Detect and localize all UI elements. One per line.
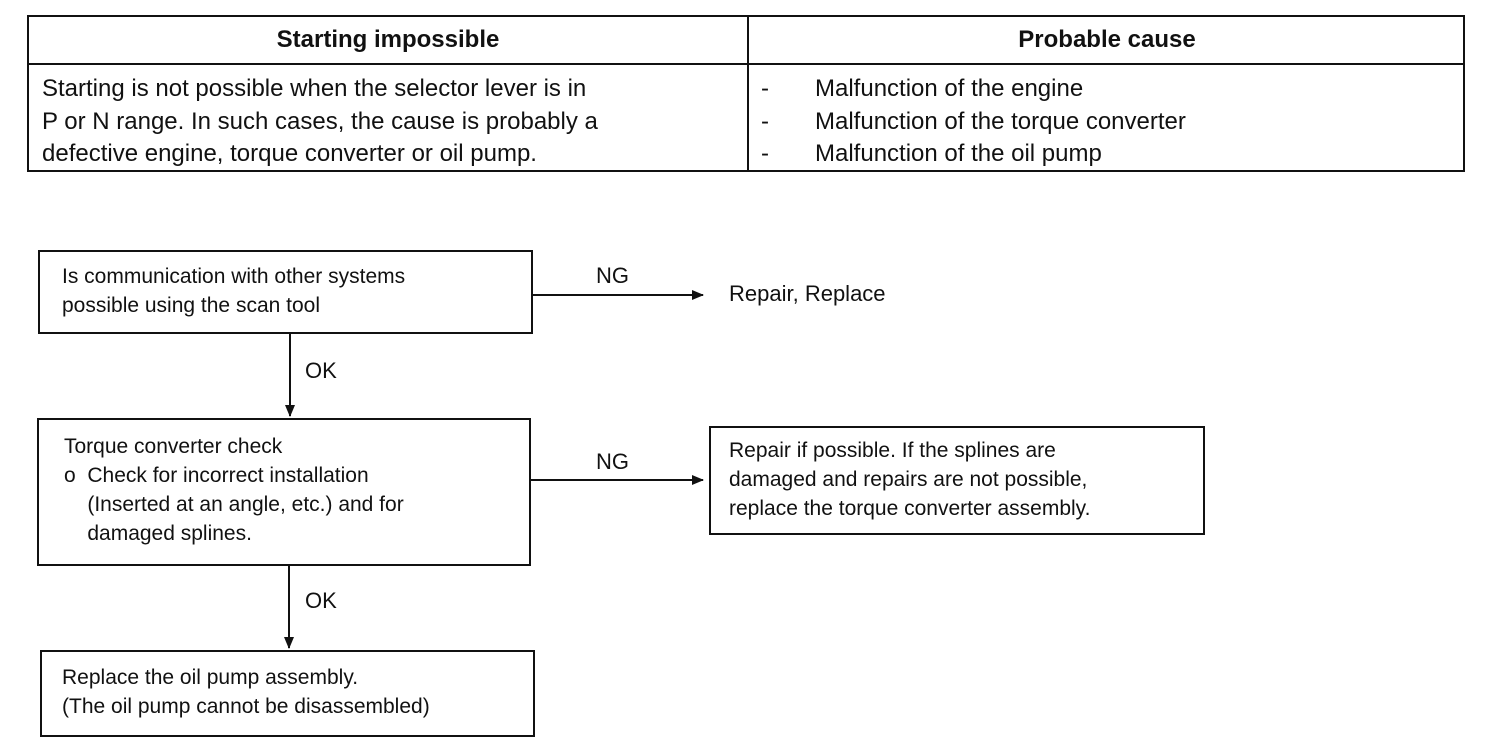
check-text: Check for incorrect installation [87,464,369,487]
ok-label: OK [305,358,337,383]
step-text-line: (Inserted at an angle, etc.) and for [64,493,404,516]
cause-item: - Malfunction of the engine [761,73,1186,106]
ok-label: OK [305,588,337,613]
cause-text: Malfunction of the oil pump [815,140,1102,167]
description-line: Starting is not possible when the select… [42,75,587,102]
table-header-divider [29,63,1463,65]
ng-result-repair-replace: Repair, Replace [729,281,886,306]
result-text-line: damaged and repairs are not possible, [729,468,1088,491]
cause-bullet: - [761,75,769,102]
bullet-marker: o [64,464,76,487]
ng-label: NG [596,449,629,474]
cause-bullet: - [761,107,769,135]
step-replace-oil-pump: Replace the oil pump assembly. (The oil … [40,650,535,737]
table-header-symptom: Starting impossible [276,26,500,53]
ng-result-repair-splines: Repair if possible. If the splines are d… [709,426,1205,535]
step-text-line: o Check for incorrect installation [64,461,529,490]
step-text-line: possible using the scan tool [62,294,320,317]
step-text-line: Torque converter check [64,435,283,458]
step-communication-check: Is communication with other systems poss… [38,250,533,334]
cause-item: - Malfunction of the torque converter [761,106,1186,139]
step-text-line: Is communication with other systems [62,265,406,288]
ng-label: NG [596,263,629,288]
cause-text: Malfunction of the torque converter [815,107,1186,135]
cause-bullet: - [761,140,769,167]
step-torque-converter-check: Torque converter check o Check for incor… [37,418,531,566]
symptom-description: Starting is not possible when the select… [42,73,742,171]
result-text-line: Repair if possible. If the splines are [729,439,1056,462]
step-text-line: damaged splines. [64,522,252,545]
table-header-cause: Probable cause [1018,26,1196,53]
probable-cause-list: - Malfunction of the engine - Malfunctio… [761,73,1186,171]
cause-item: - Malfunction of the oil pump [761,138,1186,171]
description-line: defective engine, torque converter or oi… [42,140,537,167]
description-line: P or N range. In such cases, the cause i… [42,107,598,135]
result-text-line: replace the torque converter assembly. [729,497,1091,520]
cause-table: Starting impossible Probable cause Start… [27,15,1465,172]
step-text-line: (The oil pump cannot be disassembled) [62,695,430,718]
step-text-line: Replace the oil pump assembly. [62,666,359,689]
table-column-divider [747,17,749,170]
cause-text: Malfunction of the engine [815,75,1084,102]
